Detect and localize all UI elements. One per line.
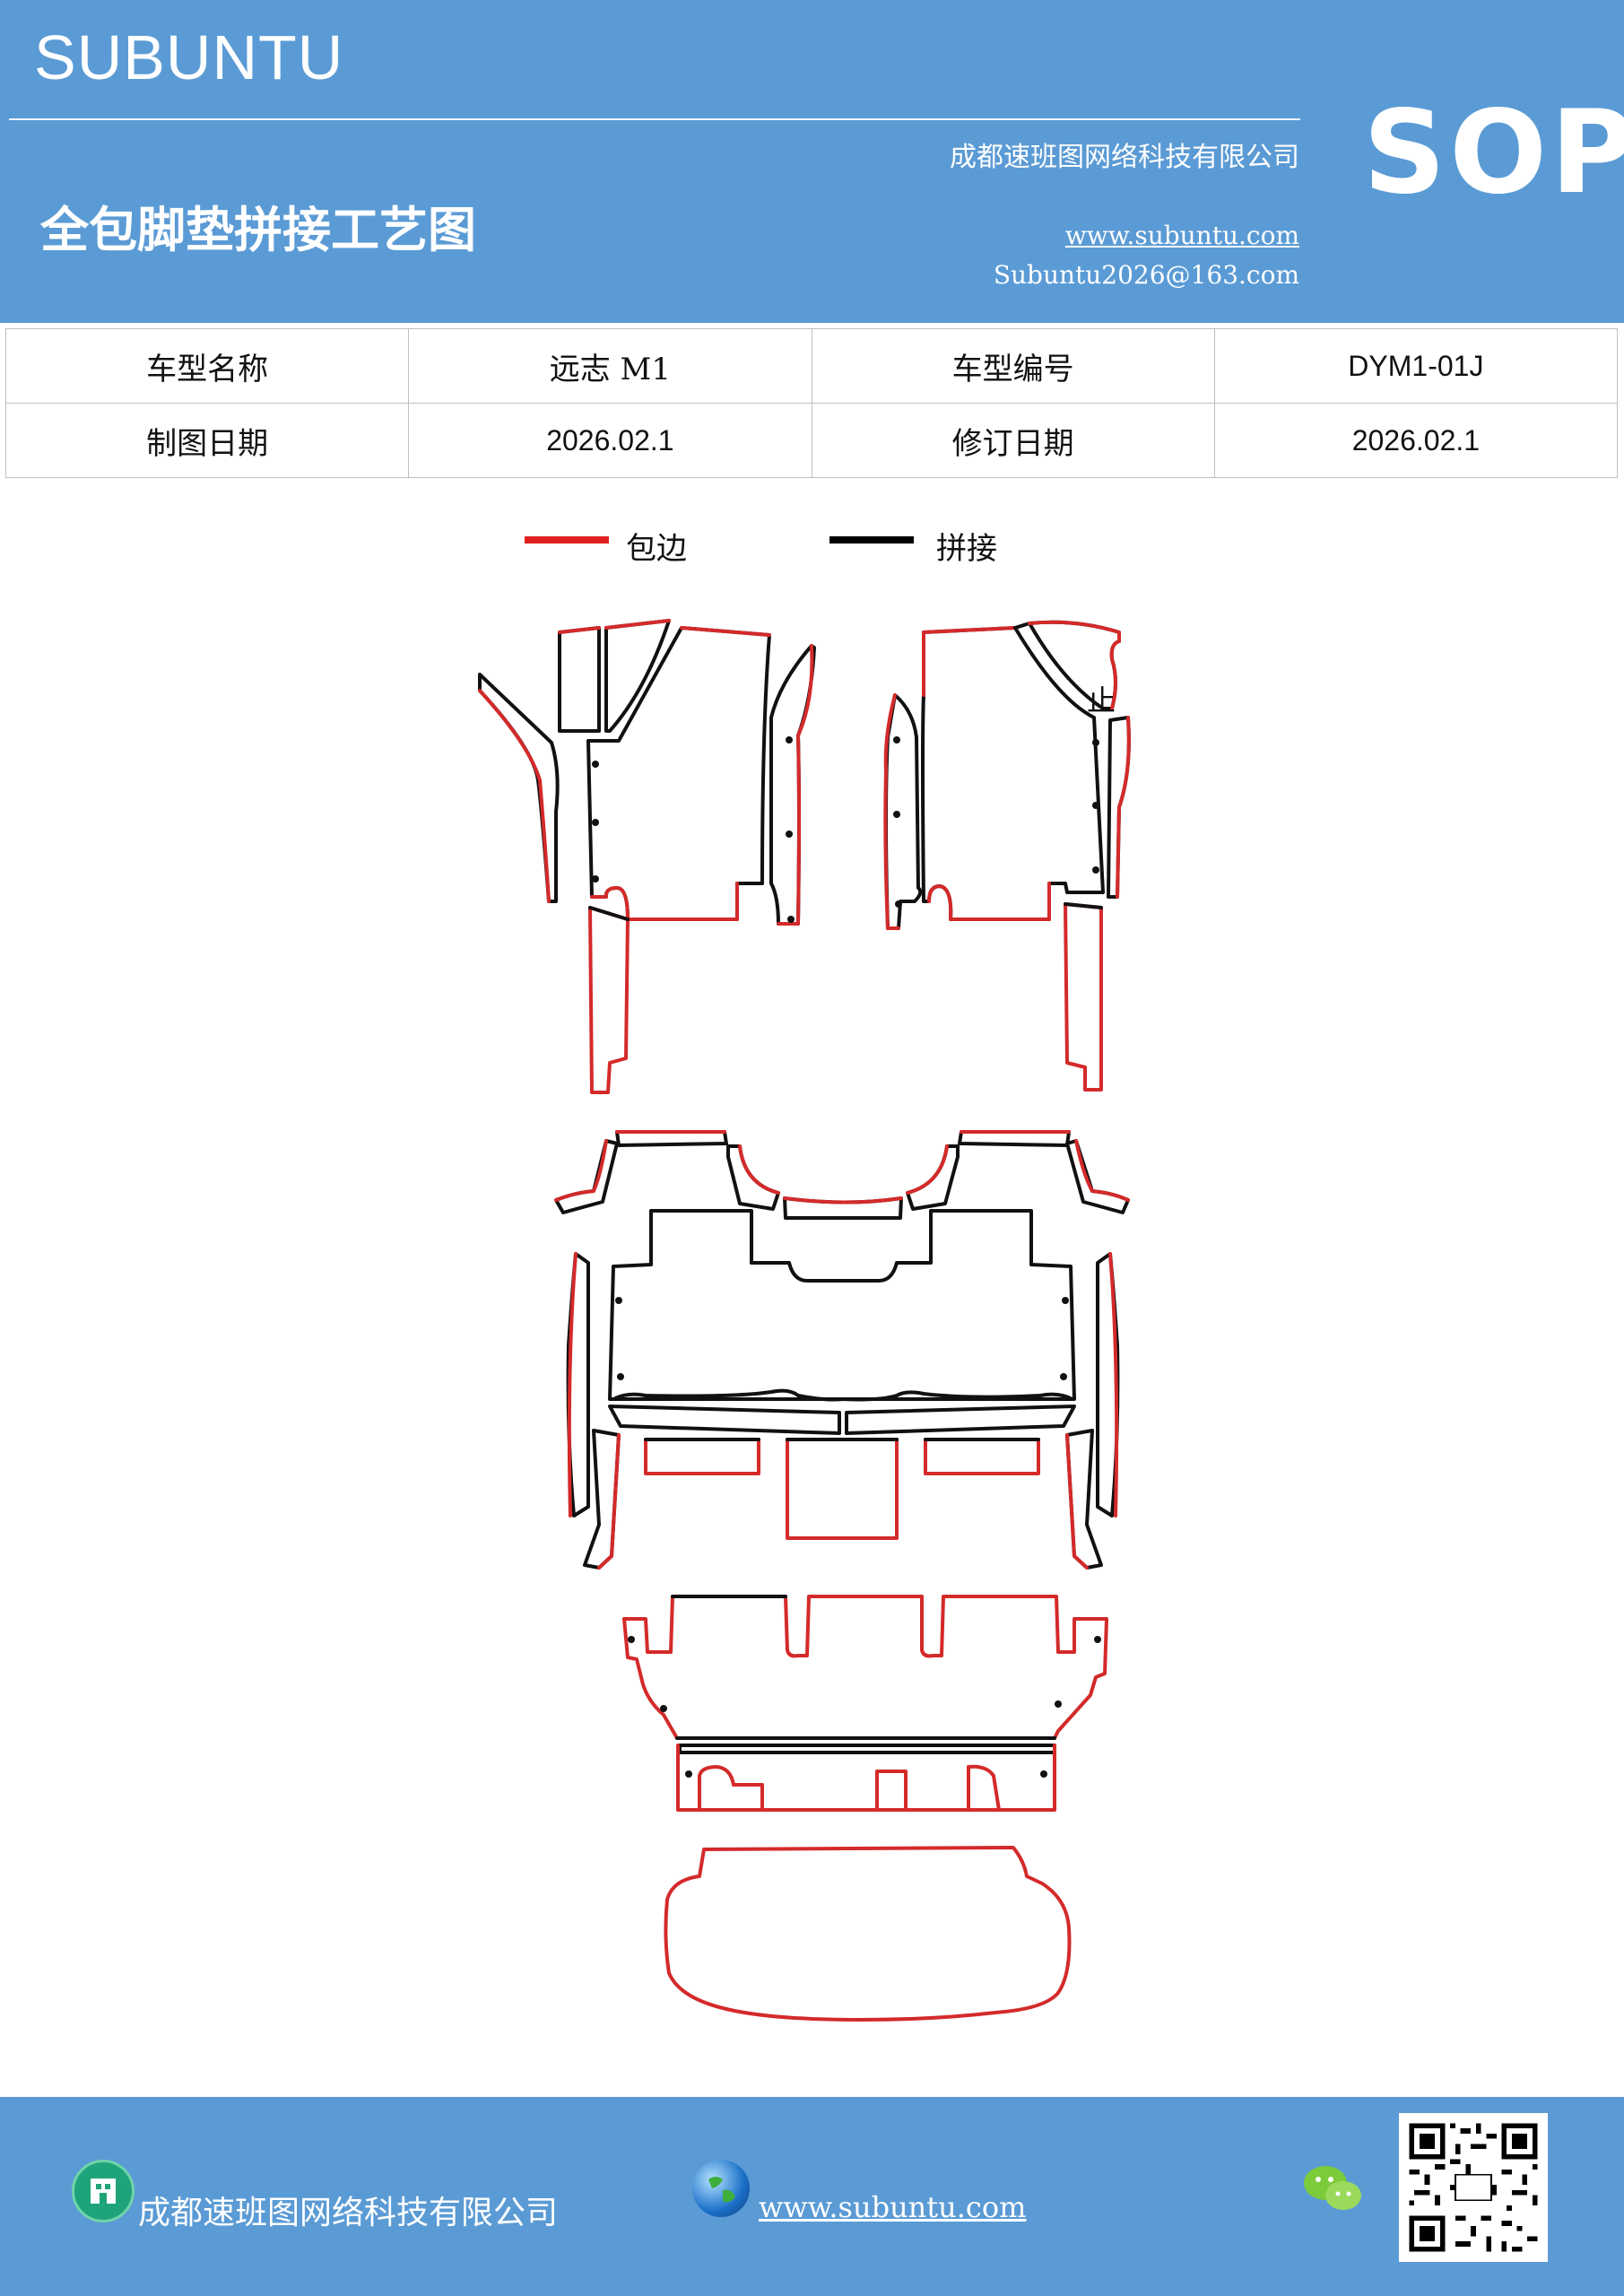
front-left-mat xyxy=(478,619,816,1094)
legend-splice-label: 拼接 xyxy=(936,531,997,567)
rear-row-mat xyxy=(622,1595,1108,1812)
table-cell: 车型名称 xyxy=(4,328,410,404)
trunk-mat xyxy=(664,1846,1072,2022)
vehicle-info-table: 车型名称 远志 M1 车型编号 DYM1-01J 制图日期 2026.02.1 … xyxy=(4,328,1619,478)
header-website-link[interactable]: www.subuntu.com xyxy=(1064,221,1299,250)
legend-splice-swatch xyxy=(829,536,914,544)
table-row: 制图日期 2026.02.1 修订日期 2026.02.1 xyxy=(4,403,1619,478)
globe-icon xyxy=(692,2160,750,2217)
footer-company-name: 成都速班图网络科技有限公司 xyxy=(138,2195,559,2231)
legend-edge-swatch xyxy=(525,536,609,544)
floor-mat-splice-diagram: 止 xyxy=(478,619,1131,2022)
stop-annotation: 止 xyxy=(1087,683,1116,718)
wechat-icon[interactable] xyxy=(1302,2161,1365,2215)
table-cell: 制图日期 xyxy=(4,403,410,478)
header-banner: SUBUNTU 成都速班图网络科技有限公司 全包脚垫拼接工艺图 www.subu… xyxy=(0,0,1624,323)
header-email: Subuntu2026@163.com xyxy=(993,260,1299,290)
footer-banner: 成都速班图网络科技有限公司 www.subuntu.com xyxy=(0,2097,1624,2296)
front-right-mat xyxy=(883,620,1131,1091)
building-icon xyxy=(72,2160,135,2222)
table-cell: 2026.02.1 xyxy=(1213,403,1619,478)
table-cell: 车型编号 xyxy=(811,328,1215,404)
header-company-name: 成都速班图网络科技有限公司 xyxy=(950,142,1299,173)
legend-edge-label: 包边 xyxy=(626,531,687,567)
page-title: 全包脚垫拼接工艺图 xyxy=(40,201,476,258)
brand-logo-text: SUBUNTU xyxy=(34,22,344,92)
sop-badge: SOP xyxy=(1363,86,1624,220)
table-cell: 2026.02.1 xyxy=(408,403,812,478)
footer-website-link[interactable]: www.subuntu.com xyxy=(759,2190,1027,2224)
middle-row-mat xyxy=(554,1130,1130,1570)
table-cell: 修订日期 xyxy=(811,403,1215,478)
header-divider xyxy=(9,118,1300,120)
qr-code xyxy=(1399,2113,1548,2262)
table-row: 车型名称 远志 M1 车型编号 DYM1-01J xyxy=(4,328,1619,404)
table-cell: 远志 M1 xyxy=(408,328,812,404)
table-cell: DYM1-01J xyxy=(1213,328,1619,404)
